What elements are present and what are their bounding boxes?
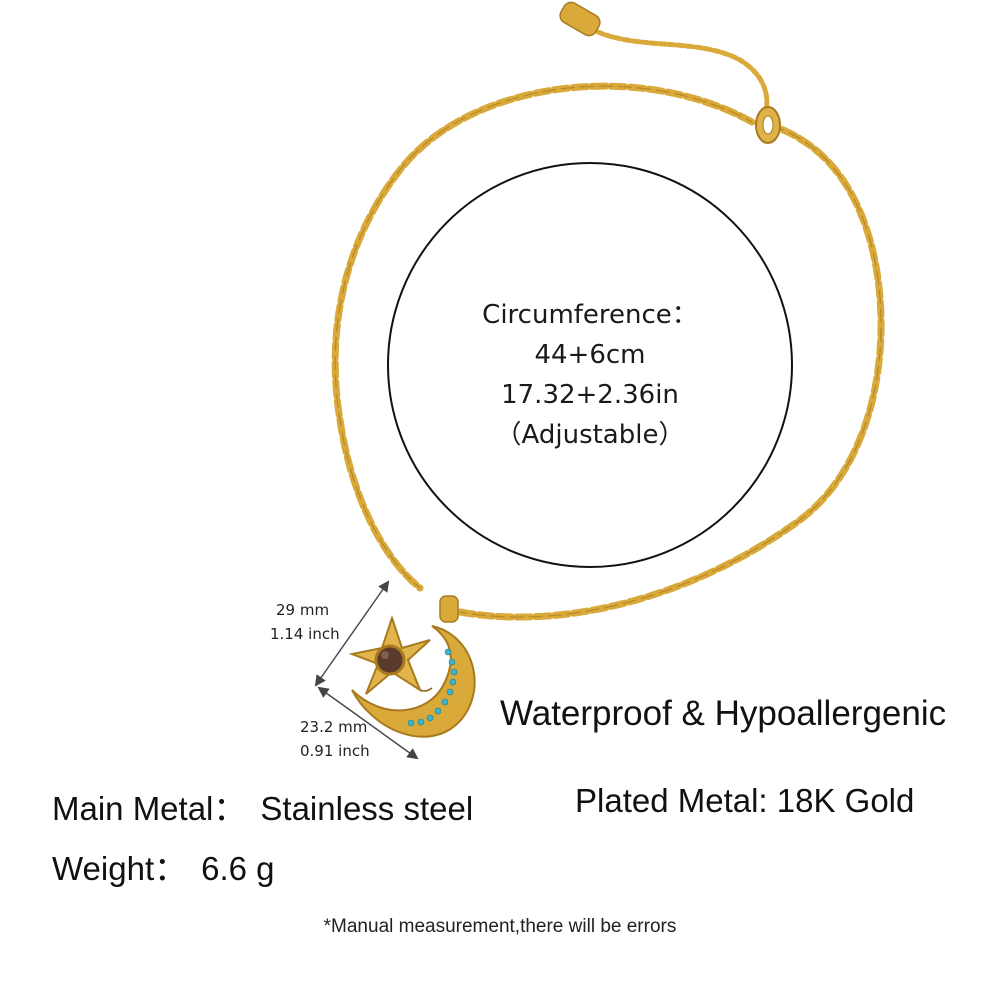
pendant-width-inch: 0.91 inch [300, 742, 370, 760]
main-metal-label: Main Metal： [52, 790, 247, 827]
pendant-width-mm: 23.2 mm [300, 718, 368, 736]
circumference-cm: 44+6cm [534, 340, 646, 370]
extender-chain [559, 1, 770, 115]
pendant-height-inch: 1.14 inch [270, 625, 340, 643]
moon-star-pendant [348, 595, 476, 738]
measurement-disclaimer: *Manual measurement,there will be errors [323, 916, 677, 937]
pendant-height-mm: 29 mm [276, 601, 330, 619]
circumference-adjustable-note: （Adjustable） [495, 420, 685, 450]
weight-label: Weight： [52, 850, 188, 887]
pendant-width-arrow [317, 686, 419, 760]
main-metal-spec: Main Metal： Stainless steel [52, 782, 473, 830]
circumference-inch: 17.32+2.36in [501, 380, 679, 410]
feature-waterproof-hypoallergenic: Waterproof & Hypoallergenic [500, 694, 947, 733]
lobster-clasp [755, 106, 781, 144]
circumference-label: Circumference： [482, 300, 698, 330]
weight-value: 6.6 g [201, 850, 275, 887]
circumference-circle [387, 162, 793, 568]
brand-tag [559, 1, 601, 37]
main-metal-value: Stainless steel [260, 790, 474, 827]
weight-spec: Weight： 6.6 g [52, 842, 275, 890]
plated-metal-spec: Plated Metal: 18K Gold [575, 782, 915, 819]
pendant-height-arrow [314, 580, 390, 687]
